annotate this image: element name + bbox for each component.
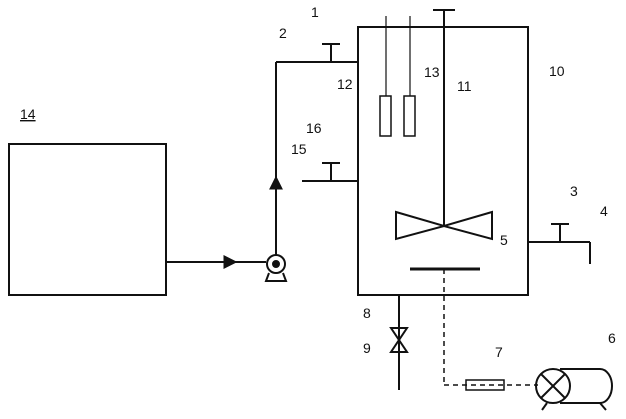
- label-10: 10: [549, 63, 565, 79]
- flow-meter: [465, 379, 505, 391]
- probe-left: [379, 95, 392, 137]
- label-12: 12: [337, 76, 353, 92]
- label-6: 6: [608, 330, 616, 346]
- label-2: 2: [279, 25, 287, 41]
- label-9: 9: [363, 340, 371, 356]
- pump-icon: [264, 254, 288, 282]
- label-11: 11: [457, 78, 472, 94]
- label-16: 16: [306, 120, 322, 136]
- drain-valve: [389, 327, 409, 353]
- label-8: 8: [363, 305, 371, 321]
- label-1: 1: [311, 4, 319, 20]
- label-7: 7: [495, 344, 503, 360]
- label-4: 4: [600, 203, 608, 219]
- label-13: 13: [424, 64, 440, 80]
- impeller: [395, 210, 493, 241]
- storage-tank: [8, 143, 167, 296]
- label-15: 15: [291, 141, 307, 157]
- compressor-icon: [535, 368, 613, 411]
- label-3: 3: [570, 183, 578, 199]
- label-5: 5: [500, 232, 508, 248]
- probe-right: [403, 95, 416, 137]
- label-14: 14: [20, 106, 36, 122]
